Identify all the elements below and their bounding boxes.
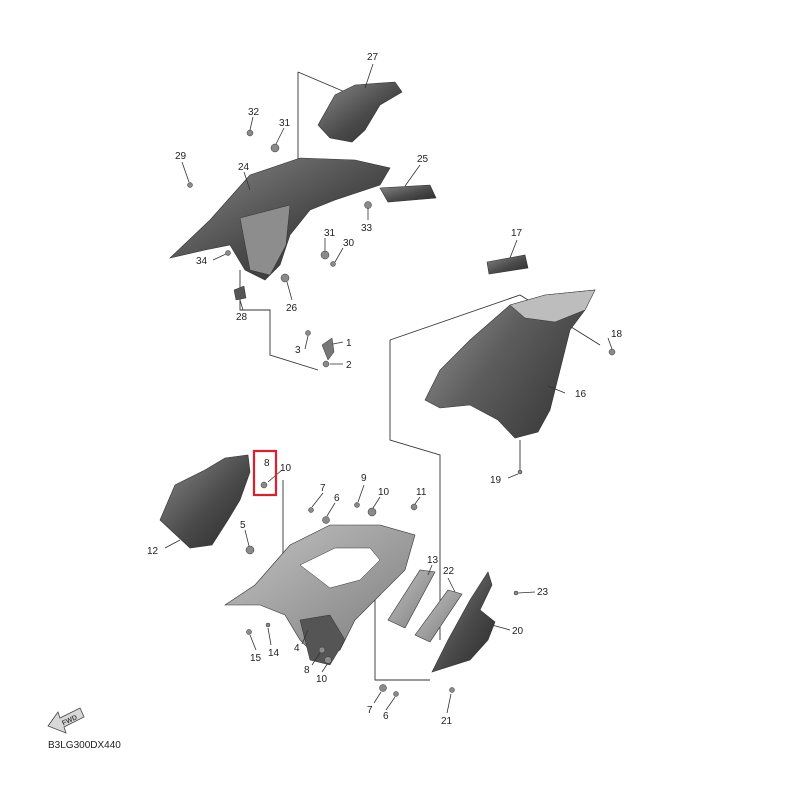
nut-10-right bbox=[367, 507, 377, 517]
part-4-frame-lower bbox=[299, 614, 346, 666]
callout-17: 17 bbox=[511, 228, 523, 239]
part-1-bracket bbox=[321, 337, 335, 361]
bolt-18 bbox=[608, 348, 616, 356]
callout-8-highlight-box bbox=[252, 449, 278, 497]
nut-2 bbox=[322, 360, 330, 368]
part-12-side-duct bbox=[159, 454, 251, 549]
nut-6-upper bbox=[322, 516, 330, 524]
screw-3 bbox=[305, 330, 311, 336]
callout-8-highlighted: 8 bbox=[264, 458, 270, 469]
bolt-11 bbox=[410, 503, 418, 511]
callout-10-right: 10 bbox=[378, 487, 390, 498]
screw-34 bbox=[225, 250, 231, 256]
callout-32: 32 bbox=[248, 107, 260, 118]
nut-33 bbox=[364, 201, 372, 209]
part-20-lower-cover bbox=[431, 571, 496, 673]
nut-31-upper bbox=[270, 143, 280, 153]
nut-7-lower bbox=[379, 684, 387, 692]
part-22-strip bbox=[414, 589, 463, 643]
callout-2: 2 bbox=[346, 360, 352, 371]
bolt-8-lower bbox=[318, 646, 326, 654]
screw-15 bbox=[246, 629, 252, 635]
bolt-32 bbox=[246, 129, 254, 137]
callout-34: 34 bbox=[196, 256, 208, 267]
screw-6-lower bbox=[393, 691, 399, 697]
grommet-26 bbox=[280, 273, 290, 283]
callout-7-lower: 7 bbox=[367, 705, 373, 716]
hardware-bolts bbox=[187, 129, 616, 697]
screw-7-upper bbox=[308, 507, 314, 513]
callout-10-lower: 10 bbox=[316, 674, 328, 685]
screw-21 bbox=[449, 687, 455, 693]
callout-15: 15 bbox=[250, 653, 262, 664]
callout-8-lower: 8 bbox=[304, 665, 310, 676]
callout-11: 11 bbox=[416, 487, 427, 498]
callout-20: 20 bbox=[512, 626, 524, 637]
nut-31-lower bbox=[320, 250, 330, 260]
callout-9: 9 bbox=[361, 473, 367, 484]
callout-12: 12 bbox=[147, 546, 159, 557]
callout-23: 23 bbox=[537, 587, 549, 598]
screw-14 bbox=[265, 622, 271, 628]
washer-5 bbox=[245, 545, 255, 555]
callout-28: 28 bbox=[236, 312, 248, 323]
callout-5: 5 bbox=[240, 520, 246, 531]
part-25-strip bbox=[379, 184, 437, 203]
callout-26: 26 bbox=[286, 303, 298, 314]
callout-6-upper: 6 bbox=[334, 493, 340, 504]
callout-24: 24 bbox=[238, 162, 250, 173]
part-16-tank-cover bbox=[424, 289, 596, 439]
diagram-code: B3LG300DX440 bbox=[48, 740, 121, 751]
callout-29: 29 bbox=[175, 151, 187, 162]
screw-19 bbox=[517, 469, 523, 475]
callout-7-upper: 7 bbox=[320, 483, 326, 494]
callout-6-lower: 6 bbox=[383, 711, 389, 722]
callout-4: 4 bbox=[294, 643, 300, 654]
callout-21: 21 bbox=[441, 716, 453, 727]
callout-13: 13 bbox=[427, 555, 439, 566]
callout-3: 3 bbox=[295, 345, 301, 356]
part-24-inner-panel-face bbox=[239, 204, 291, 276]
part-27-duct-cover bbox=[317, 81, 403, 143]
callout-16: 16 bbox=[575, 389, 587, 400]
part-28-clip bbox=[233, 285, 247, 301]
callout-1: 1 bbox=[346, 338, 352, 349]
callout-33: 33 bbox=[361, 223, 373, 234]
part-4-frame-cutout bbox=[299, 547, 381, 589]
callout-31-upper: 31 bbox=[279, 118, 291, 129]
callout-18: 18 bbox=[611, 329, 623, 340]
callout-27: 27 bbox=[367, 52, 379, 63]
callout-19: 19 bbox=[490, 475, 502, 486]
leader-lines bbox=[164, 63, 613, 714]
part-16-tank-cover-top bbox=[509, 289, 596, 323]
callout-31-lower: 31 bbox=[324, 228, 336, 239]
part-17-pad bbox=[486, 254, 529, 275]
callout-14: 14 bbox=[268, 648, 280, 659]
screw-30 bbox=[330, 261, 336, 267]
screw-9 bbox=[354, 502, 360, 508]
callout-22: 22 bbox=[443, 566, 455, 577]
fwd-arrow-icon: FWD bbox=[47, 707, 85, 734]
nut-10-lower bbox=[324, 656, 332, 664]
callout-labels: 27 32 31 29 24 25 33 31 30 34 26 28 1 2 … bbox=[147, 52, 623, 727]
callout-25: 25 bbox=[417, 154, 429, 165]
screw-23 bbox=[513, 590, 519, 596]
callout-10-upper: 10 bbox=[280, 463, 292, 474]
callout-30: 30 bbox=[343, 238, 355, 249]
bolt-8-upper bbox=[260, 481, 268, 489]
screw-29 bbox=[187, 182, 193, 188]
part-13-strip bbox=[387, 569, 436, 629]
